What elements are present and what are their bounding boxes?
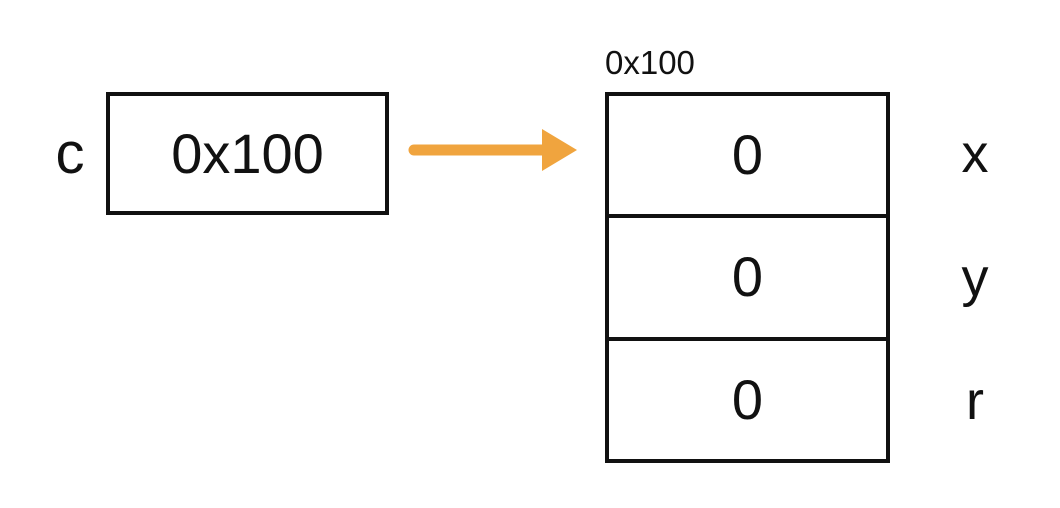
object-field-name-x: x	[961, 123, 989, 184]
pointer-arrow-icon	[408, 129, 577, 171]
object-box: 0 0 0	[605, 92, 890, 463]
pointer-value: 0x100	[171, 121, 324, 185]
object-field-value-r: 0	[731, 367, 764, 431]
pointer-variable-label: c	[55, 120, 85, 186]
object-field-value-x: 0	[731, 123, 764, 187]
object-field-name-y: y	[961, 247, 989, 308]
object-field-row-x: 0	[609, 96, 886, 214]
pointer-value-box: 0x100	[106, 92, 389, 215]
pointer-arrow-head	[542, 129, 577, 171]
object-address-label: 0x100	[605, 44, 695, 81]
object-field-name-r: r	[966, 371, 984, 432]
object-field-row-y: 0	[609, 214, 886, 336]
object-field-value-y: 0	[731, 245, 764, 309]
object-field-row-r: 0	[609, 336, 886, 459]
object-field-labels: x y r	[938, 92, 1012, 463]
